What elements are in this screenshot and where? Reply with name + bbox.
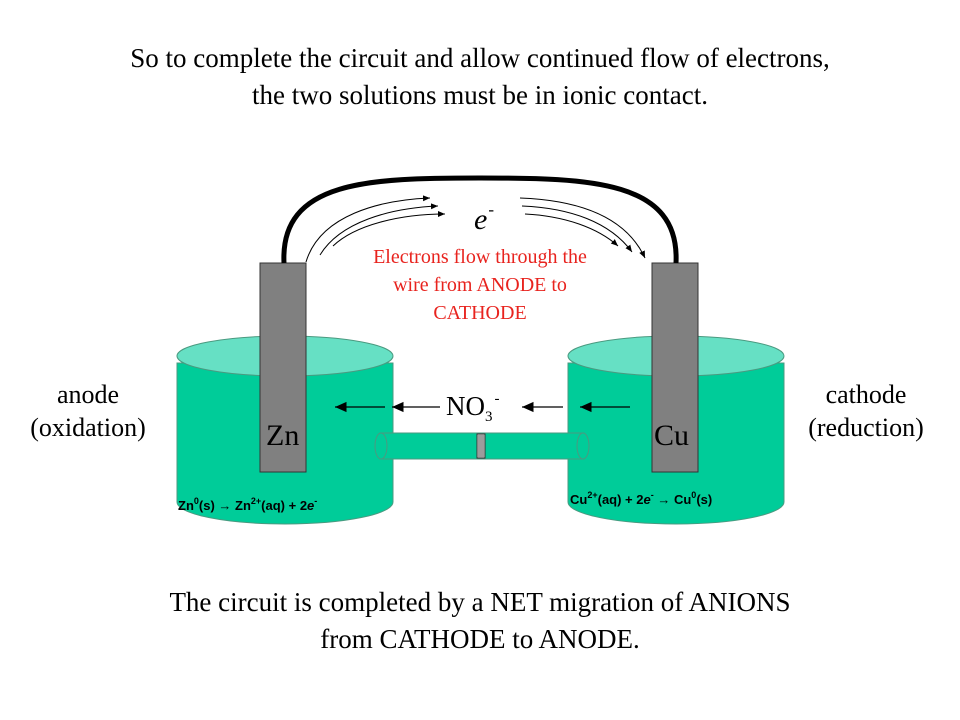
slide-title: So to complete the circuit and allow con… (0, 40, 960, 114)
note-line-3: CATHODE (433, 302, 527, 324)
electron-flow-arrows (305, 195, 646, 263)
note-line-2: wire from ANODE to (393, 274, 567, 296)
electron-flow-note: Electrons flow through the wire from ANO… (320, 243, 640, 327)
note-line-1: Electrons flow through the (373, 246, 587, 268)
electron-symbol: e- (474, 200, 494, 236)
title-line-1: So to complete the circuit and allow con… (130, 43, 830, 73)
external-wire (281, 175, 679, 264)
caption-line-1: The circuit is completed by a NET migrat… (169, 587, 791, 617)
copper-electrode (651, 262, 699, 473)
copper-label: Cu (654, 419, 690, 452)
cathode-label-line-2: (reduction) (808, 413, 924, 442)
salt-bridge (374, 432, 590, 460)
caption-line-2: from CATHODE to ANODE. (320, 624, 640, 654)
cathode-half-reaction: Cu2+(aq) + 2e- → Cu0(s) (570, 490, 713, 507)
anode-label-line-2: (oxidation) (30, 413, 146, 442)
cathode-label-line-1: cathode (825, 380, 907, 409)
slide-caption: The circuit is completed by a NET migrat… (0, 584, 960, 658)
anode-half-reaction: Zn0(s) → Zn2+(aq) + 2e- (178, 496, 318, 513)
title-line-2: the two solutions must be in ionic conta… (252, 80, 708, 110)
cathode-label: cathode (reduction) (786, 378, 946, 444)
zinc-label: Zn (266, 419, 300, 452)
nitrate-ion-label: NO3- (446, 391, 500, 425)
anode-label: anode (oxidation) (8, 378, 168, 444)
anode-label-line-1: anode (56, 380, 120, 409)
zinc-electrode (259, 262, 307, 473)
